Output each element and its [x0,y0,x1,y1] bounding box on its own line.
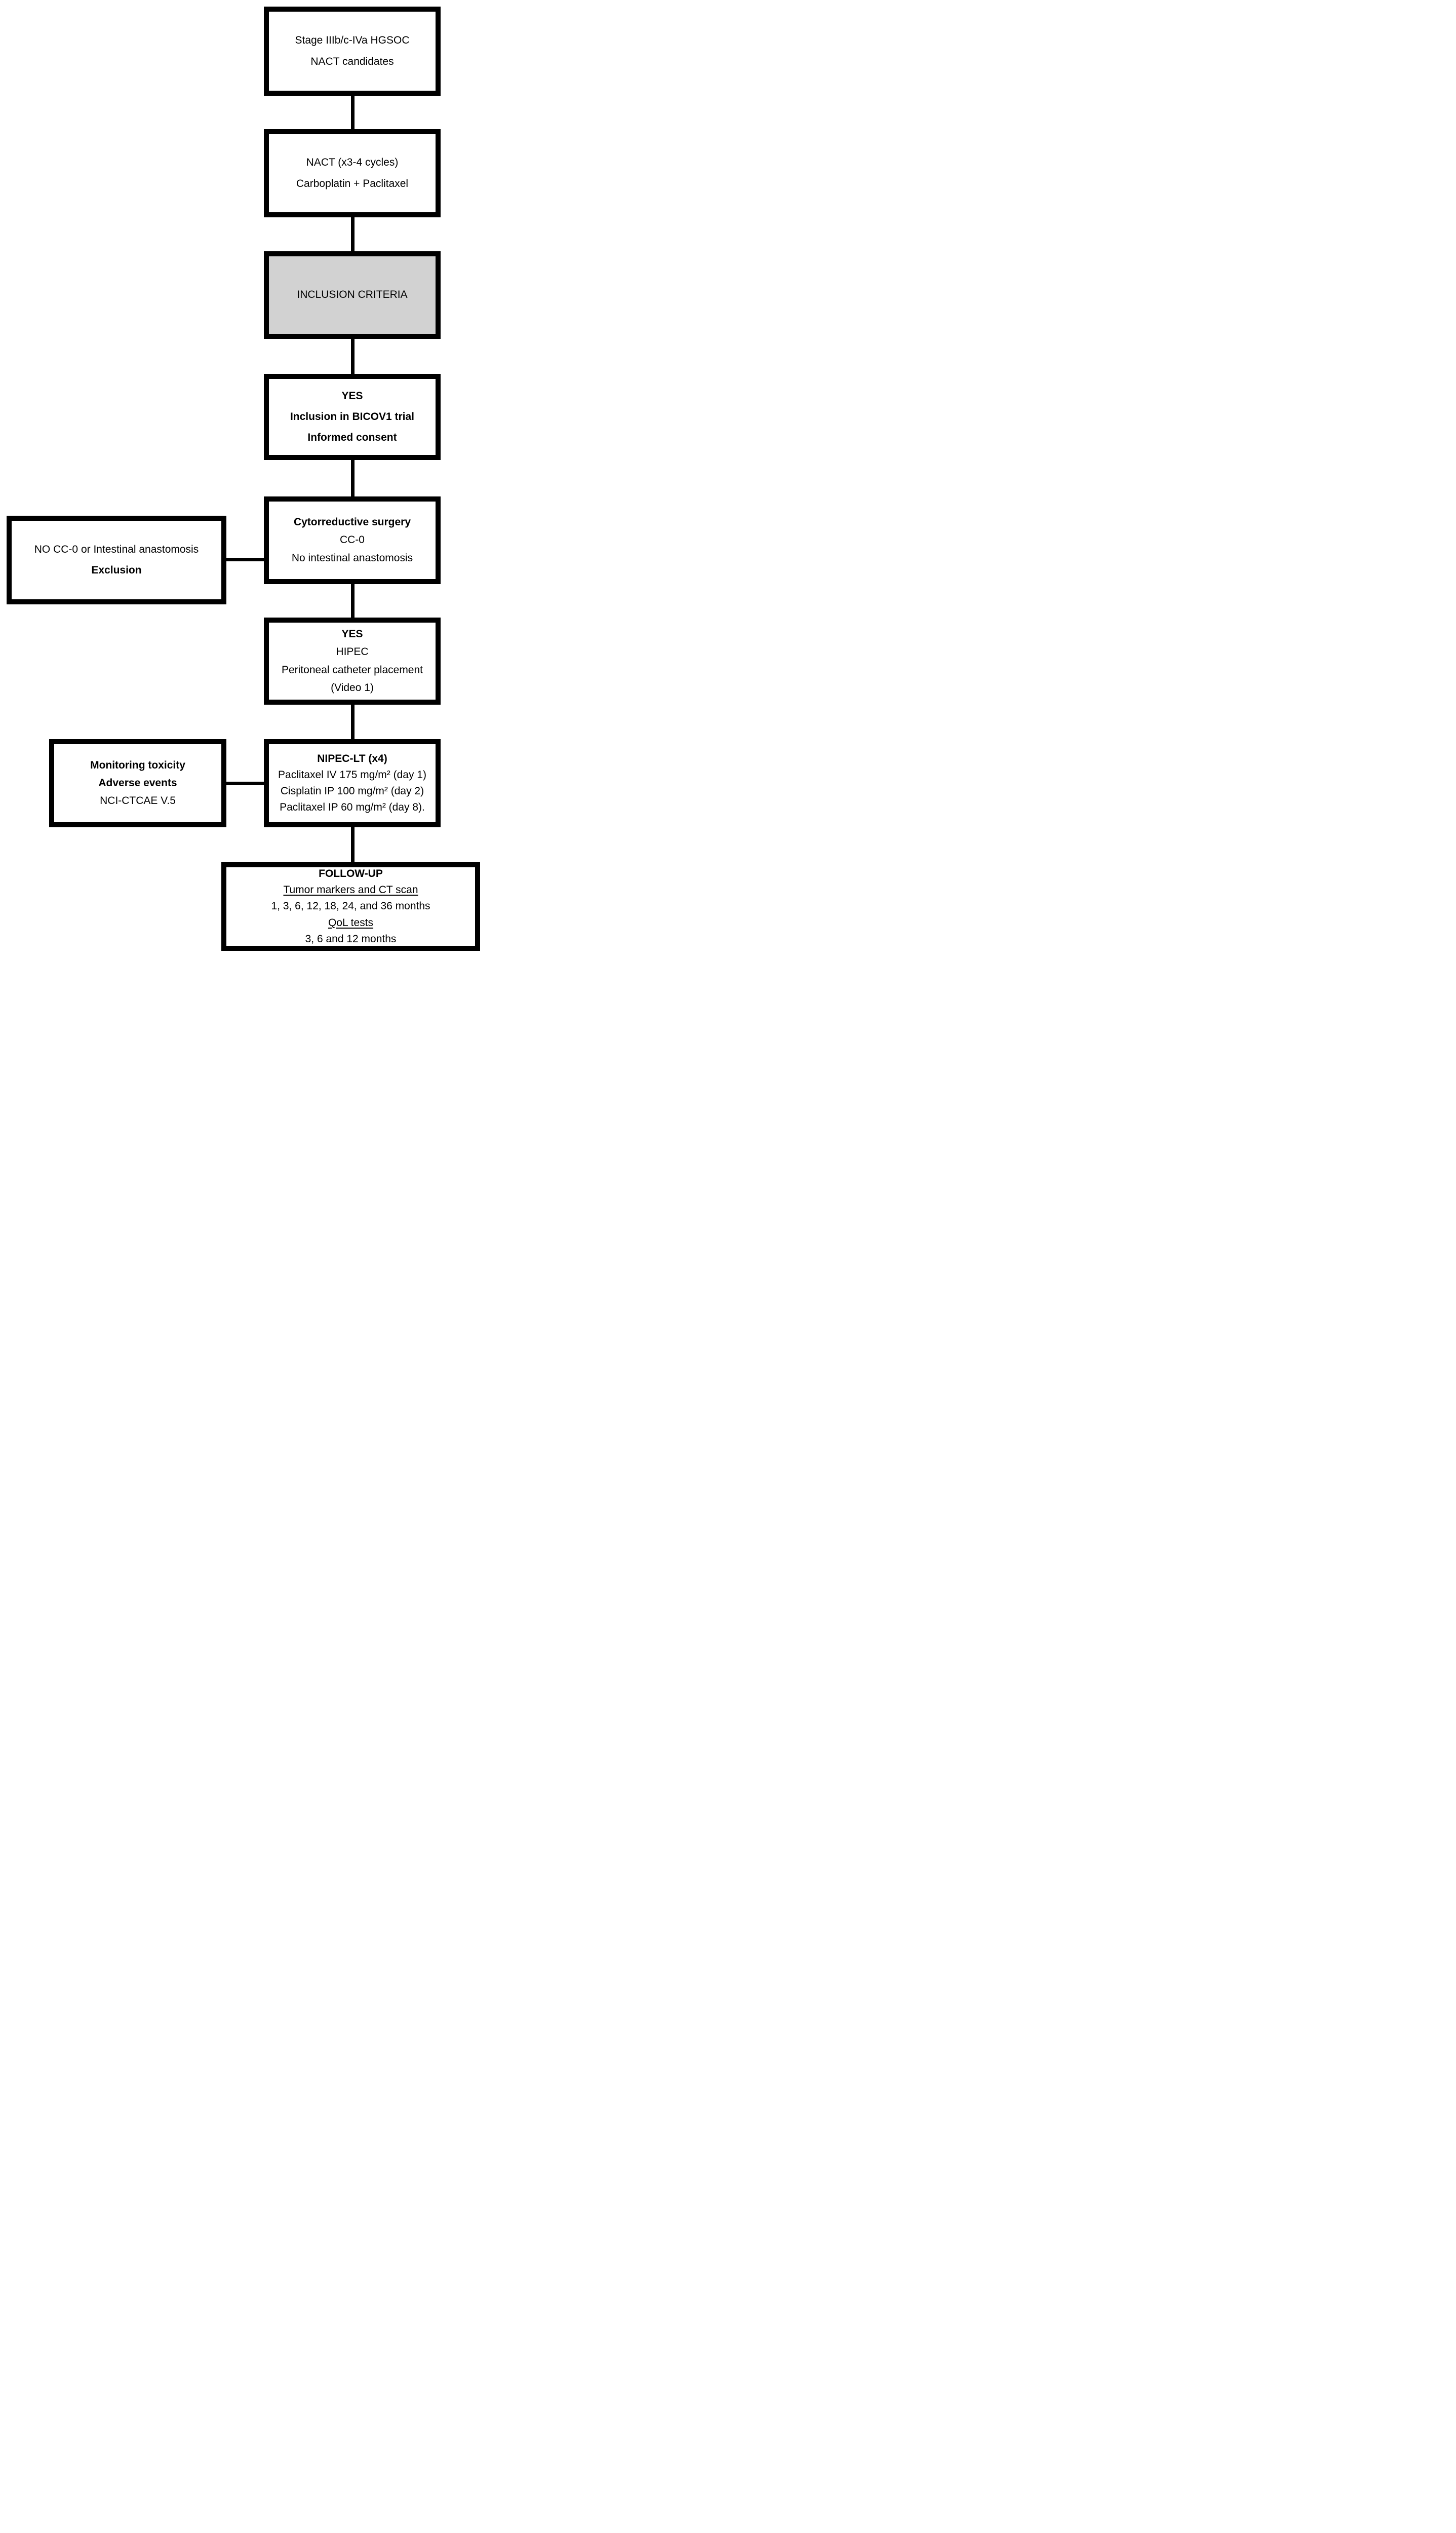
exclusion-box-line1: NO CC-0 or Intestinal anastomosis [34,543,199,555]
inclusion-criteria-label: INCLUSION CRITERIA [297,289,408,301]
stage-box-line1: Stage IIIb/c-IVa HGSOC [295,34,410,47]
follow-up-box-line2: Tumor markers and CT scan [283,884,418,896]
nact-box-line2: Carboplatin + Paclitaxel [296,177,409,189]
hipec-box-line4: (Video 1) [331,681,374,694]
surgery-box-line2: CC-0 [339,534,365,546]
connector-hipec-to-nipec [351,705,355,740]
inclusion-yes-line3: Informed consent [307,432,397,444]
hipec-box-line1: YES [341,628,363,640]
connector-inclusion-to-yes [351,339,355,374]
stage-box: Stage IIIb/c-IVa HGSOC NACT candidates [264,7,441,96]
connector-stage-to-nact [351,96,355,129]
connector-monitoring-to-nipec [226,782,264,785]
flowchart-canvas: Stage IIIb/c-IVa HGSOC NACT candidates N… [0,0,485,955]
follow-up-box-line4: QoL tests [328,916,374,929]
connector-surgery-to-hipec [351,584,355,618]
follow-up-box: FOLLOW-UP Tumor markers and CT scan 1, 3… [221,862,480,951]
nipec-box-line2: Paclitaxel IV 175 mg/m² (day 1) [278,769,426,781]
follow-up-box-line1: FOLLOW-UP [319,868,383,880]
exclusion-box-line2: Exclusion [91,564,142,576]
surgery-box: Cytorreductive surgery CC-0 No intestina… [264,496,441,584]
follow-up-box-line5: 3, 6 and 12 months [305,933,397,945]
nipec-box-line3: Cisplatin IP 100 mg/m² (day 2) [280,785,424,797]
exclusion-box: NO CC-0 or Intestinal anastomosis Exclus… [7,516,226,604]
surgery-box-line1: Cytorreductive surgery [293,516,411,528]
inclusion-criteria-box: INCLUSION CRITERIA [264,251,441,339]
surgery-box-line3: No intestinal anastomosis [291,552,413,564]
connector-yes-to-surgery [351,460,355,497]
nact-box-line1: NACT (x3-4 cycles) [306,157,399,169]
connector-nipec-to-followup [351,827,355,862]
hipec-box-line3: Peritoneal catheter placement [282,664,423,676]
hipec-box-line2: HIPEC [336,646,369,658]
connector-nact-to-inclusion [351,217,355,251]
stage-box-line2: NACT candidates [310,55,394,67]
hipec-box: YES HIPEC Peritoneal catheter placement … [264,618,441,705]
follow-up-box-line3: 1, 3, 6, 12, 18, 24, and 36 months [271,900,430,912]
monitoring-box-line3: NCI-CTCAE V.5 [100,795,176,807]
nipec-box: NIPEC-LT (x4) Paclitaxel IV 175 mg/m² (d… [264,739,441,827]
nipec-box-line4: Paclitaxel IP 60 mg/m² (day 8). [280,801,425,814]
nipec-box-line1: NIPEC-LT (x4) [317,752,387,764]
monitoring-box: Monitoring toxicity Adverse events NCI-C… [49,739,226,827]
inclusion-yes-line1: YES [341,390,363,402]
nact-box: NACT (x3-4 cycles) Carboplatin + Paclita… [264,129,441,217]
inclusion-yes-box: YES Inclusion in BICOV1 trial Informed c… [264,374,441,460]
inclusion-yes-line2: Inclusion in BICOV1 trial [290,410,415,423]
monitoring-box-line2: Adverse events [98,777,177,789]
connector-exclusion-to-surgery [226,558,264,561]
monitoring-box-line1: Monitoring toxicity [90,759,185,771]
